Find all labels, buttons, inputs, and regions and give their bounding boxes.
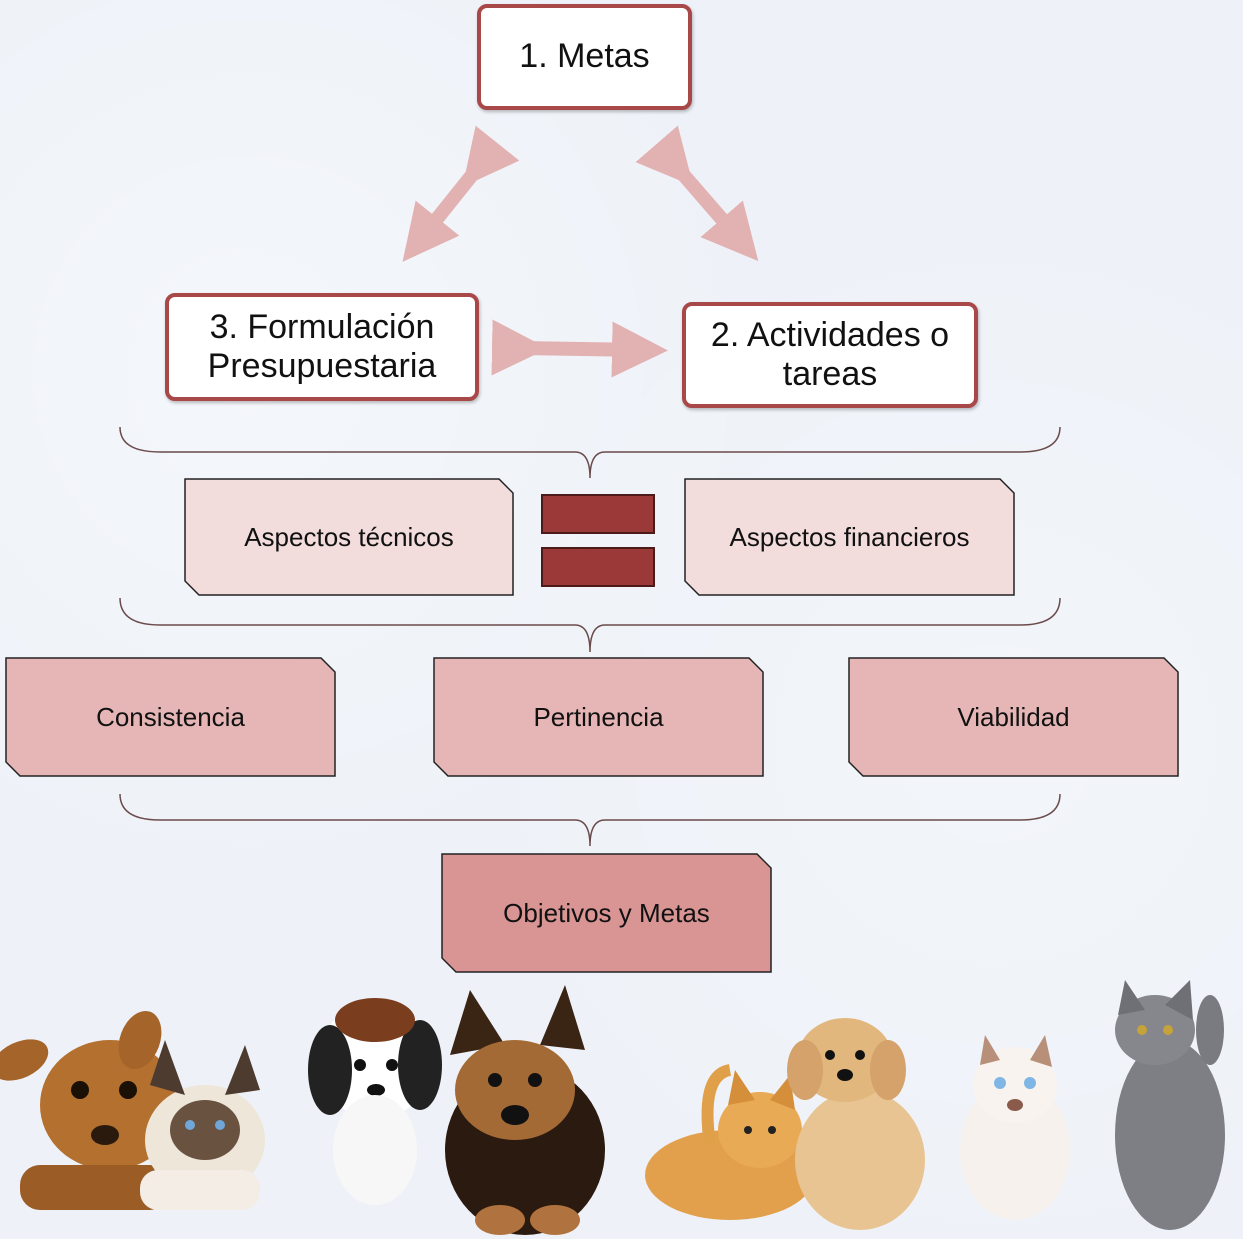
actividades-box: 2. Actividades o tareas bbox=[682, 302, 978, 408]
arrow-metas-formulacion bbox=[402, 125, 520, 262]
dog-spaniel-image bbox=[308, 998, 442, 1205]
cat-siamese-image bbox=[140, 1040, 265, 1210]
arrow-metas-actividades bbox=[635, 125, 759, 262]
dog-chihuahua-image bbox=[0, 1010, 180, 1210]
aspectos-financieros-label: Aspectos financieros bbox=[729, 521, 970, 552]
actividades-label: 2. Actividades o tareas bbox=[710, 315, 950, 393]
cat-grey-image bbox=[1115, 980, 1225, 1230]
aspectos-tecnicos-box: Aspectos técnicos bbox=[184, 478, 514, 596]
metas-label: 1. Metas bbox=[519, 37, 650, 76]
equals-bottom-bar bbox=[541, 547, 655, 587]
brace-3 bbox=[119, 793, 1061, 847]
viabilidad-box: Viabilidad bbox=[848, 657, 1179, 777]
pets-illustration bbox=[0, 975, 1243, 1239]
aspectos-financieros-box: Aspectos financieros bbox=[684, 478, 1015, 596]
pertinencia-label: Pertinencia bbox=[533, 701, 664, 732]
objetivos-metas-box: Objetivos y Metas bbox=[441, 853, 772, 973]
objetivos-metas-label: Objetivos y Metas bbox=[503, 897, 710, 928]
cat-orange-image bbox=[645, 1064, 815, 1220]
dog-golden-image bbox=[787, 1018, 925, 1230]
consistencia-box: Consistencia bbox=[5, 657, 336, 777]
formulacion-label: 3. Formulación Presupuestaria bbox=[207, 307, 437, 385]
formulacion-box: 3. Formulación Presupuestaria bbox=[165, 293, 479, 401]
aspectos-tecnicos-label: Aspectos técnicos bbox=[244, 521, 454, 552]
pertinencia-box: Pertinencia bbox=[433, 657, 764, 777]
brace-2 bbox=[119, 597, 1061, 653]
metas-box: 1. Metas bbox=[477, 4, 692, 110]
arrow-formulacion-actividades bbox=[491, 319, 668, 378]
brace-1 bbox=[119, 426, 1061, 479]
dog-shepherd-image bbox=[445, 985, 605, 1235]
consistencia-label: Consistencia bbox=[96, 701, 245, 732]
equals-top-bar bbox=[541, 494, 655, 534]
viabilidad-label: Viabilidad bbox=[957, 701, 1070, 732]
cat-persian-image bbox=[960, 1035, 1070, 1220]
